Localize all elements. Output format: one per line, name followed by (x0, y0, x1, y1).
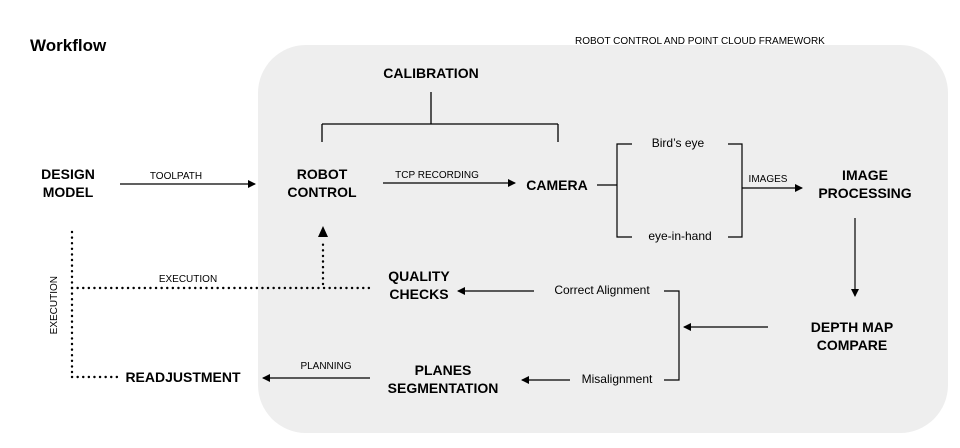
edge-label-images: IMAGES (748, 174, 788, 185)
camera-split-bracket (597, 143, 632, 238)
page-heading: Workflow (30, 36, 107, 55)
label-eye-in-hand: eye-in-hand (648, 229, 712, 243)
images-merge-bracket (728, 143, 743, 238)
edge-label-toolpath: TOOLPATH (149, 171, 203, 182)
edge-label-tcp-recording: TCP RECORDING (395, 170, 479, 181)
label-birds-eye: Bird’s eye (651, 136, 705, 150)
edge-label-execution: EXECUTION (158, 274, 218, 285)
node-readjustment: READJUSTMENT (125, 369, 241, 385)
node-depth-map-compare: DEPTH MAP COMPARE (810, 319, 894, 353)
node-planes-segmentation: PLANES SEGMENTATION (387, 362, 499, 396)
execution-dotted-paths (70, 230, 372, 379)
node-camera: CAMERA (526, 177, 588, 193)
alignment-bracket (664, 290, 680, 381)
node-quality-checks: QUALITY CHECKS (388, 268, 450, 302)
framework-region (258, 45, 948, 433)
edge-label-execution-vertical: EXECUTION (49, 276, 60, 335)
node-design-model: DESIGN MODEL (41, 166, 95, 200)
execution-up-arrowhead (318, 226, 328, 237)
node-robot-control: ROBOT CONTROL (287, 166, 357, 200)
label-correct-alignment: Correct Alignment (554, 283, 650, 297)
node-calibration: CALIBRATION (383, 65, 479, 81)
node-image-processing: IMAGE PROCESSING (818, 167, 912, 201)
framework-title: ROBOT CONTROL AND POINT CLOUD FRAMEWORK (575, 36, 825, 47)
edge-label-planning: PLANNING (300, 361, 352, 372)
label-misalignment: Misalignment (581, 372, 653, 386)
calibration-bracket (321, 92, 559, 142)
